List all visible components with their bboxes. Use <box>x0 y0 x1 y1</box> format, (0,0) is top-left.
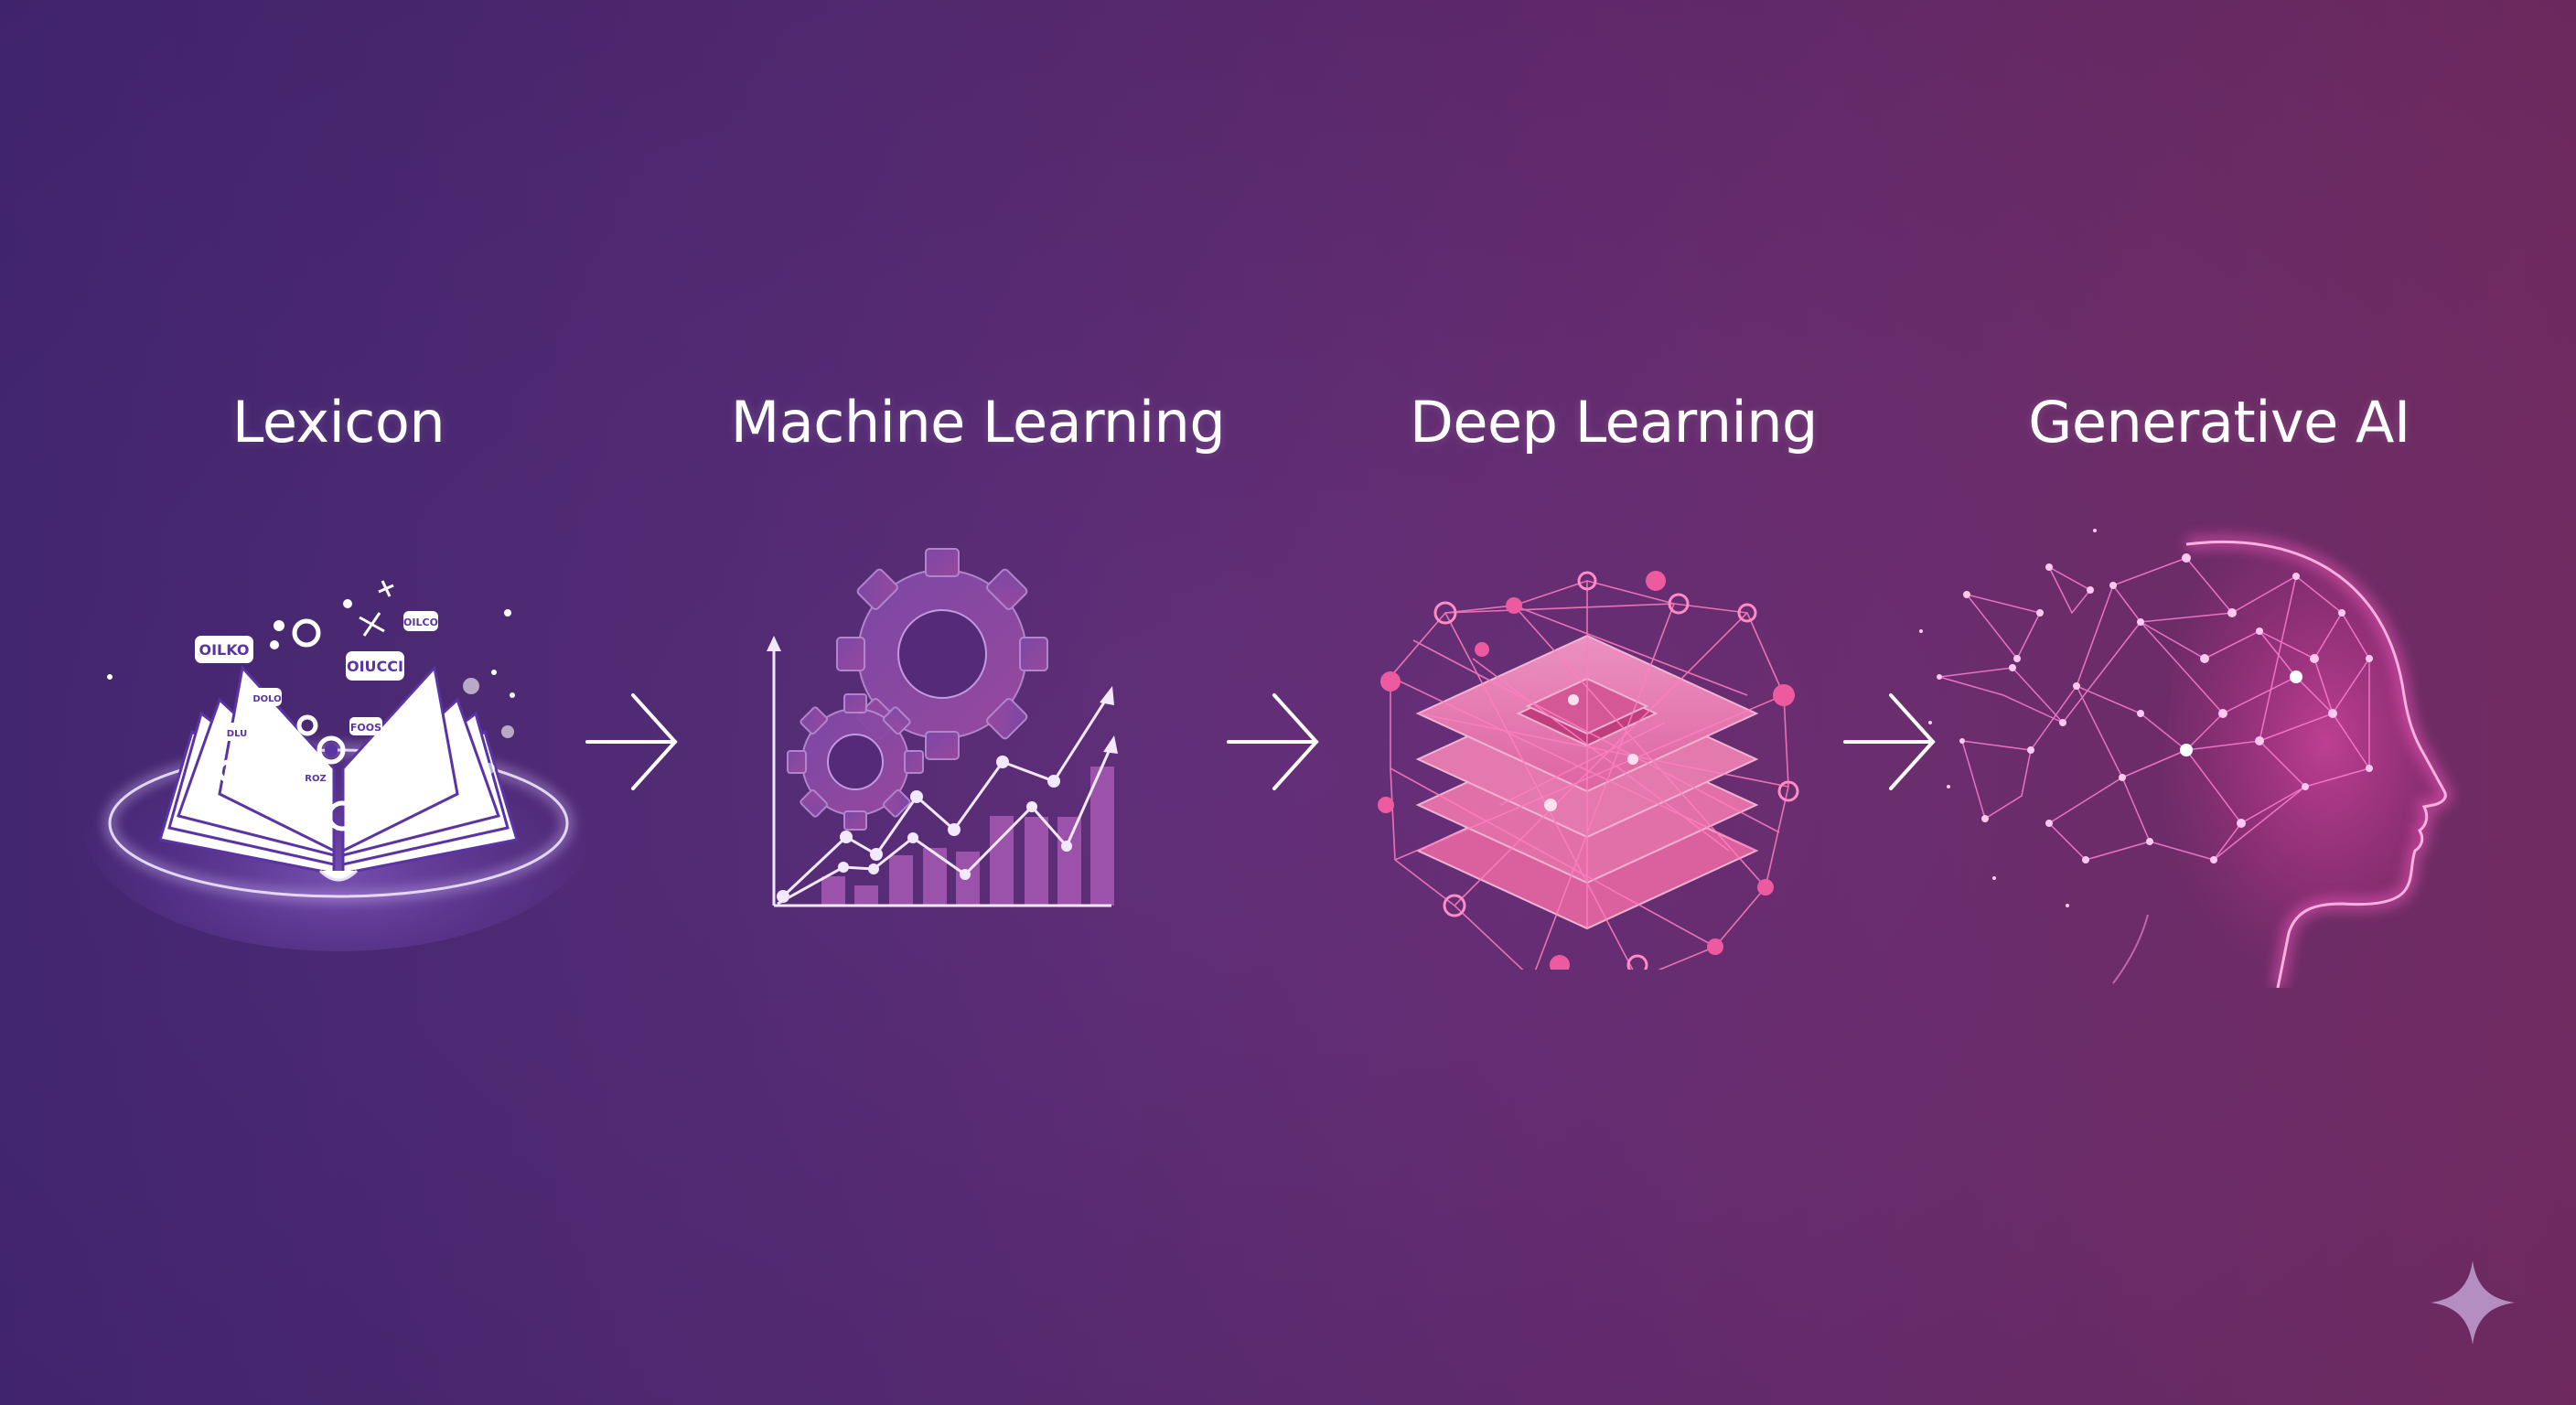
arrow-right-icon <box>1843 693 1936 790</box>
book-tag: DLU <box>227 729 247 739</box>
gears-chart-icon <box>767 548 1118 907</box>
arrow-right-icon <box>585 693 678 790</box>
book-tag: OILCO <box>403 617 438 628</box>
stage-title-machine-learning: Machine Learning <box>730 389 1226 456</box>
arrow-right-icon <box>1227 693 1319 790</box>
book-tag: OILKO <box>199 641 249 659</box>
book-tag: ROZ <box>305 774 326 784</box>
ai-head-network-icon <box>1919 529 2453 988</box>
book-tag: DOLO <box>252 694 281 704</box>
stage-title-lexicon: Lexicon <box>231 389 445 456</box>
open-book-icon: OILKO OIUCCI OILCO DOLO FOOS ROZ DLU <box>82 580 585 951</box>
stage-title-generative-ai: Generative AI <box>2028 389 2410 456</box>
book-tag: OIUCCI <box>347 658 403 675</box>
sparkle-icon <box>2431 1260 2515 1345</box>
layered-neural-network-icon <box>1378 571 1799 970</box>
book-tag: FOOS <box>350 722 381 734</box>
stage-title-deep-learning: Deep Learning <box>1410 389 1818 456</box>
